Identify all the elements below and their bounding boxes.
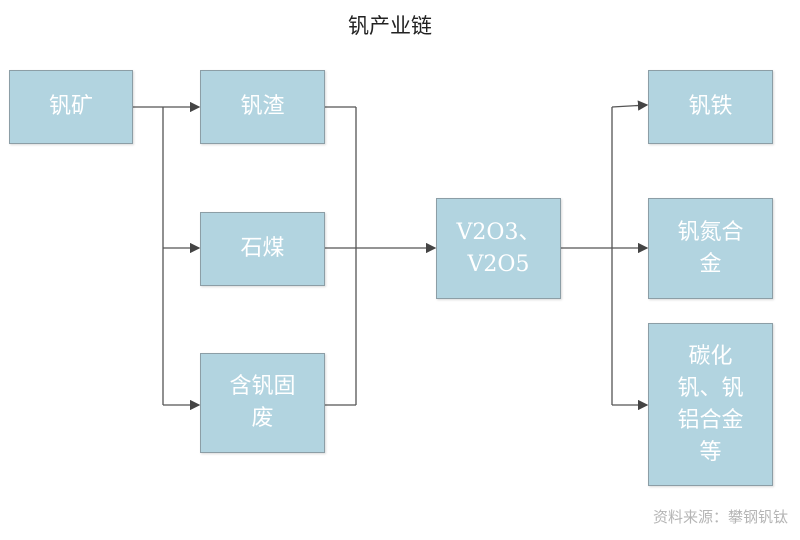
- node-vanadium-slag: 钒渣: [200, 70, 325, 144]
- node-vanadium-oxides: V2O3、V2O5: [436, 198, 561, 299]
- node-vanadium-solid-waste: 含钒固废: [200, 353, 325, 453]
- node-vanadium-carbide-etc: 碳化钒、钒铝合金等: [648, 323, 773, 486]
- node-vanadium-nitrogen-alloy: 钒氮合金: [648, 198, 773, 299]
- node-vanadium-ore: 钒矿: [9, 70, 133, 144]
- node-stone-coal: 石煤: [200, 212, 325, 286]
- source-note: 资料来源：攀钢钒钛: [652, 508, 788, 526]
- edge-to-ferrovanadium: [611, 100, 649, 111]
- node-ferrovanadium: 钒铁: [648, 70, 773, 144]
- diagram-title: 钒产业链: [348, 14, 432, 38]
